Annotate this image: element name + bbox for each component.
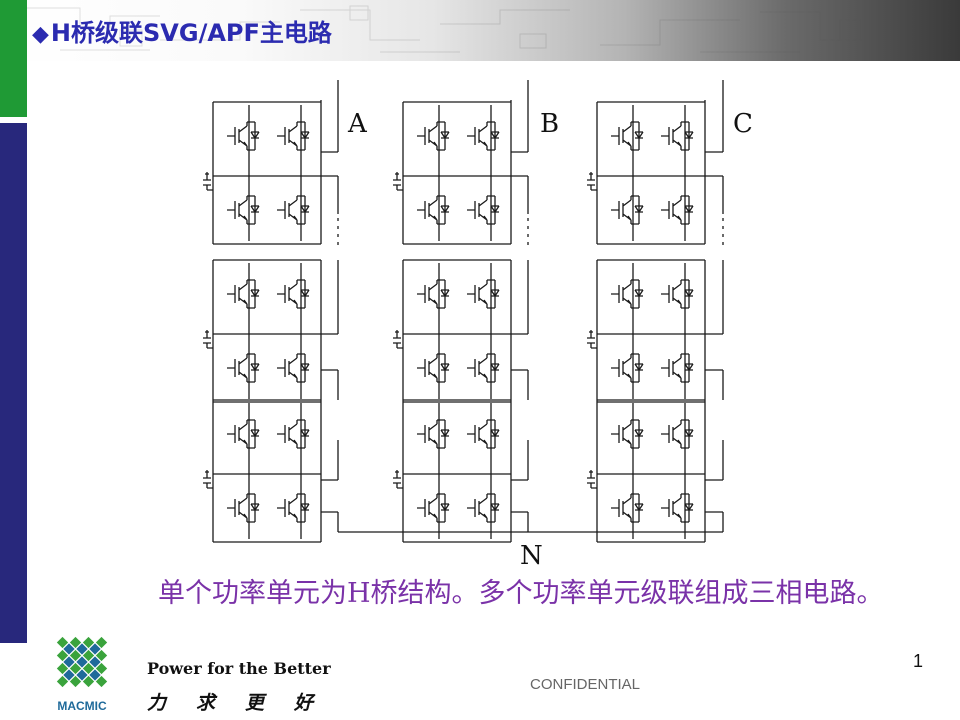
slide-title: ◆H桥级联SVG/APF主电路 <box>32 16 332 50</box>
macmic-logo <box>56 636 108 688</box>
slide-title-text: H桥级联SVG/APF主电路 <box>50 19 332 47</box>
page-number: 1 <box>913 651 924 671</box>
cascaded-h-bridge-diagram: A B C N <box>203 80 753 570</box>
header-pattern <box>20 5 880 53</box>
side-stripe-navy <box>0 123 27 643</box>
title-bullet-icon: ◆ <box>32 22 49 47</box>
side-stripe-green <box>0 0 27 117</box>
circuit-wiring <box>203 80 724 543</box>
caption-text: 单个功率单元为H桥结构。多个功率单元级联组成三相电路。 <box>158 578 884 609</box>
logo-diamond-grid <box>56 636 108 688</box>
slogan-english: Power for the Better <box>147 659 331 678</box>
slogan-chinese: 力求更好 <box>147 692 344 714</box>
phase-label-a: A <box>347 109 368 139</box>
logo-wordmark: MACMIC <box>57 699 107 713</box>
phase-label-b: B <box>540 109 559 139</box>
header-bar <box>0 0 960 61</box>
neutral-label: N <box>520 541 543 570</box>
side-stripe-gap <box>0 117 27 123</box>
circuit-path <box>203 80 724 543</box>
phase-label-c: C <box>733 109 753 139</box>
confidential-label: CONFIDENTIAL <box>530 676 641 693</box>
